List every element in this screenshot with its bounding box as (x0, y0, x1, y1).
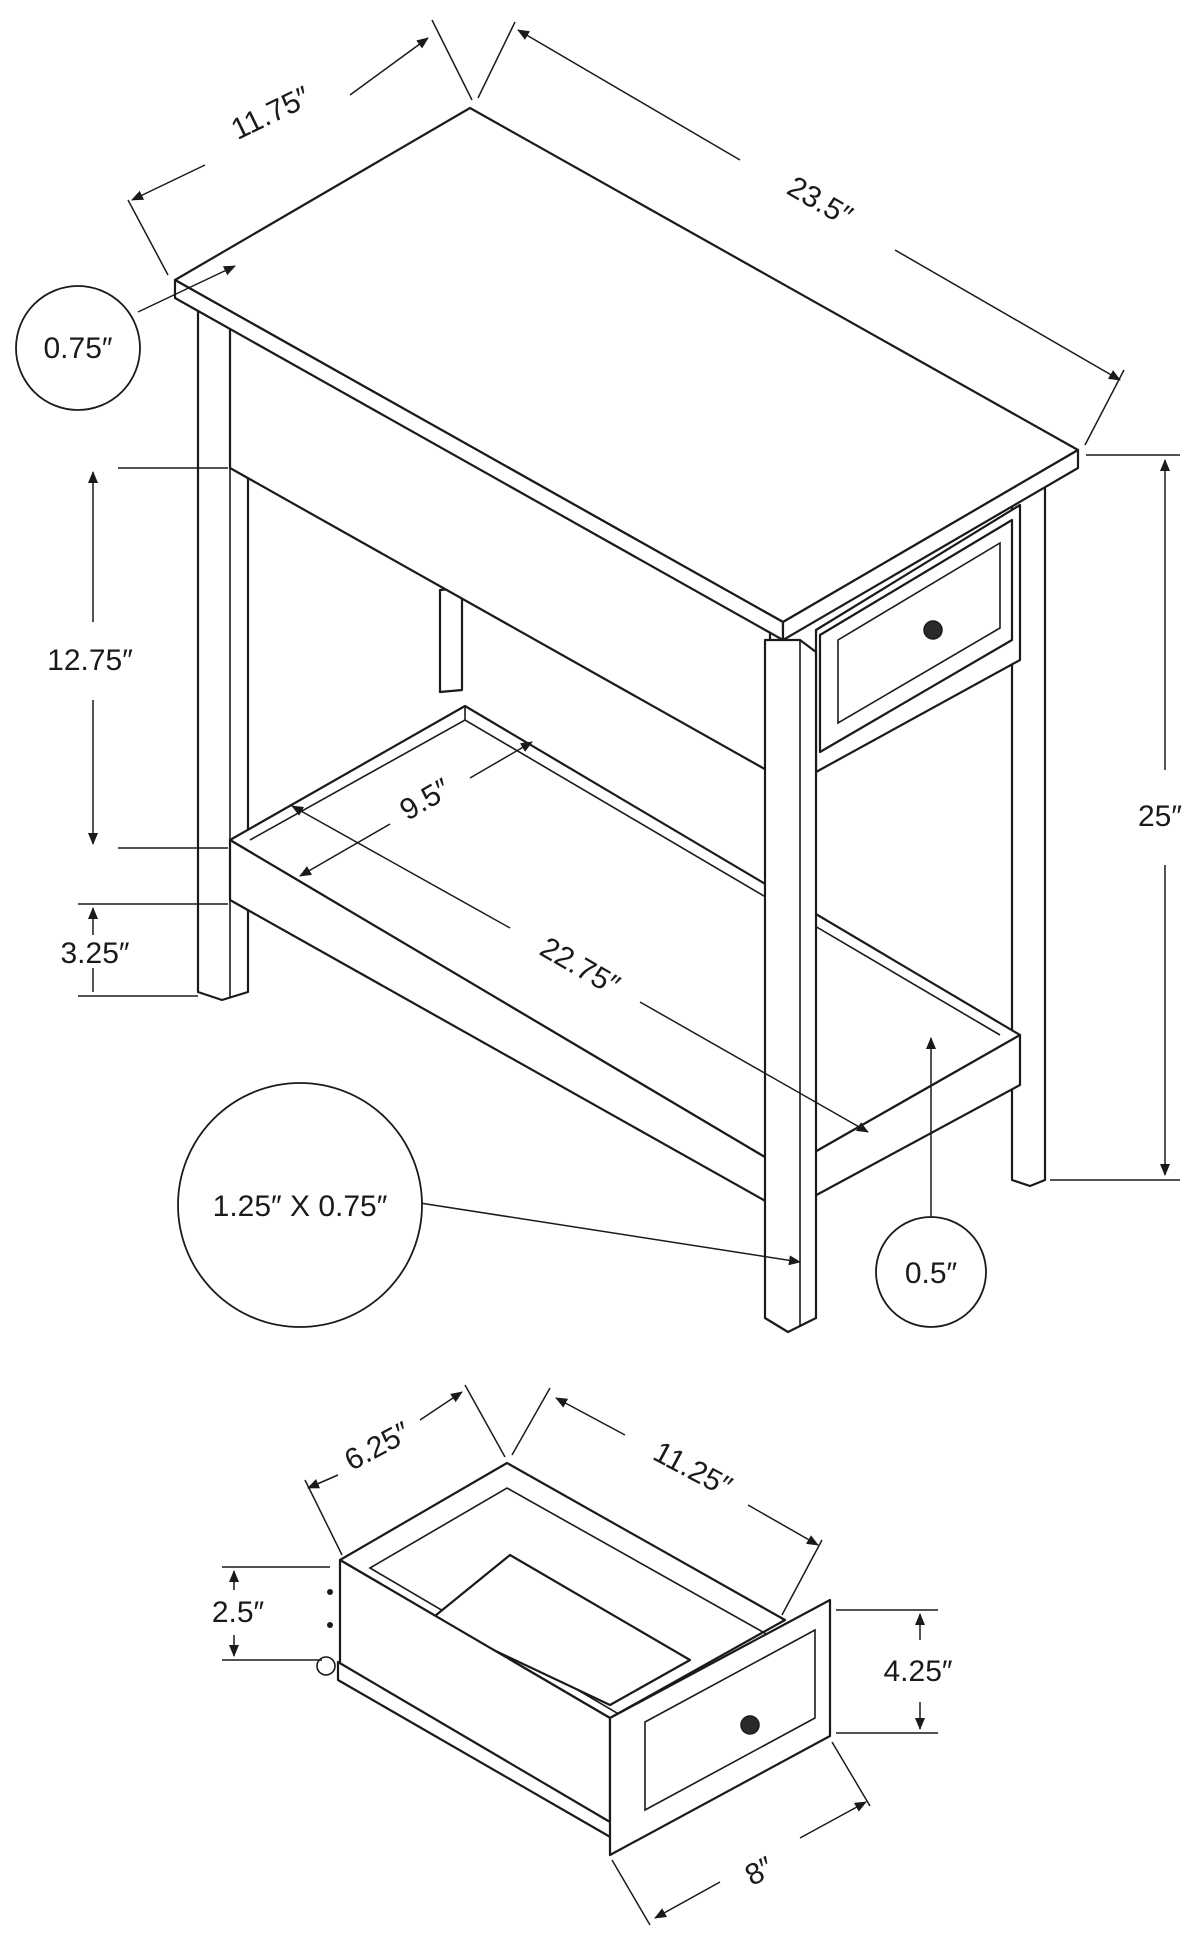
top-thickness-callout (15, 285, 141, 411)
label-apron-height: 12.75″ (47, 644, 133, 677)
label-leg-size: 1.25″ X 0.75″ (213, 1190, 388, 1223)
label-drawer-length: 11.25″ (648, 1435, 738, 1504)
leg-size-callout (177, 1082, 423, 1328)
label-drawer-depth: 6.25″ (339, 1416, 416, 1478)
table-drawer-front (818, 518, 1014, 754)
drawer-drawing (316, 1461, 832, 1857)
right-leg (763, 638, 818, 1334)
label-top-depth: 11.75″ (226, 80, 316, 146)
label-top-thickness: 0.75″ (43, 332, 112, 365)
drawer-dimension-lines (222, 1384, 938, 1926)
drawer-front-inset (644, 1628, 816, 1812)
label-top-length: 23.5″ (782, 170, 859, 233)
label-shelf-thickness: 0.5″ (905, 1257, 958, 1290)
shelf-thickness-callout (875, 1216, 987, 1328)
drawer-knob (923, 620, 943, 640)
drawer-knob-detached (740, 1715, 760, 1735)
end-table-drawing (173, 106, 1080, 1334)
label-shelf-clearance: 3.25″ (60, 937, 129, 970)
label-drawer-side-height: 2.5″ (212, 1596, 265, 1629)
table-dimension-lines (78, 19, 1180, 1266)
label-drawer-front-height: 4.25″ (883, 1655, 952, 1688)
label-overall-height: 25″ (1138, 800, 1182, 833)
label-drawer-front-width: 8″ (740, 1850, 780, 1892)
